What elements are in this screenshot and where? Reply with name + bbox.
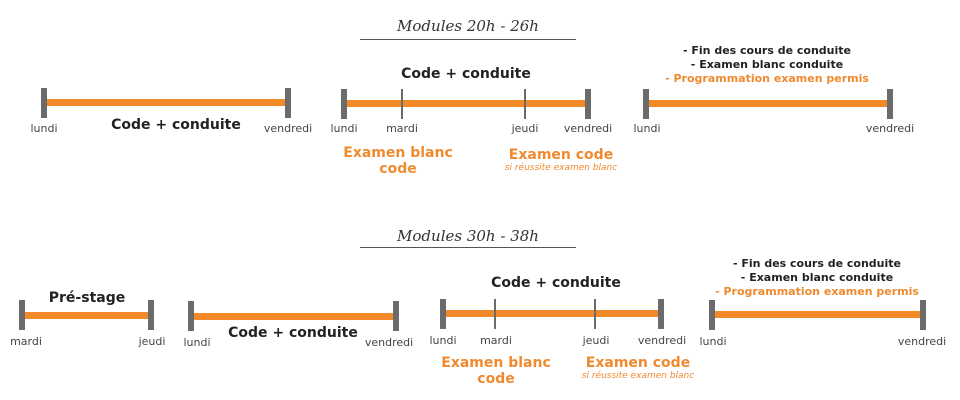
s2-exam1-line2: code bbox=[477, 371, 515, 387]
s2-week2-bar bbox=[443, 310, 662, 317]
s1-week2-bar bbox=[344, 100, 588, 107]
s2-prestage-start-cap bbox=[19, 300, 25, 330]
s1-note1: - Fin des cours de conduite bbox=[682, 44, 852, 57]
s2-week3-start-cap bbox=[709, 300, 715, 330]
s1-week2-tick2-day: jeudi bbox=[511, 122, 539, 135]
s1-week1-start-day: lundi bbox=[30, 122, 58, 135]
s2-note1: - Fin des cours de conduite bbox=[732, 257, 902, 270]
s2-week1-bar bbox=[191, 313, 397, 320]
s2-prestage-bar bbox=[22, 312, 152, 319]
s1-week2-start-cap bbox=[341, 89, 347, 119]
s2-prestage-end-day: jeudi bbox=[138, 335, 166, 348]
s1-week2-tick1-day: mardi bbox=[386, 122, 418, 135]
s2-week2-start-day: lundi bbox=[429, 334, 457, 347]
s1-note3: - Programmation examen permis bbox=[665, 72, 869, 85]
s2-week2-start-cap bbox=[440, 299, 446, 329]
s1-week2-jeudi-tick bbox=[524, 89, 526, 119]
s1-note2: - Examen blanc conduite bbox=[690, 58, 844, 71]
s2-note3: - Programmation examen permis bbox=[715, 285, 919, 298]
section1-title-rule bbox=[360, 39, 576, 40]
s1-week1-end-day: vendredi bbox=[263, 122, 313, 135]
s2-week2-exam1: Examen blanc code bbox=[441, 355, 551, 387]
s1-exam1-line2: code bbox=[379, 161, 417, 177]
s1-week2-exam2: Examen code bbox=[508, 147, 614, 163]
s1-exam1-line1: Examen blanc bbox=[343, 145, 453, 161]
s1-week2-exam1: Examen blanc code bbox=[343, 145, 453, 177]
s1-week1-start-cap bbox=[41, 88, 47, 118]
s1-week3-start-day: lundi bbox=[633, 122, 661, 135]
s2-week2-tick1-day: mardi bbox=[480, 334, 512, 347]
s2-week2-end-cap bbox=[658, 299, 664, 329]
s2-prestage-label: Pré-stage bbox=[48, 290, 126, 306]
s2-prestage-start-day: mardi bbox=[10, 335, 42, 348]
s2-week2-mardi-tick bbox=[494, 299, 496, 329]
s1-week2-end-cap bbox=[585, 89, 591, 119]
s2-week2-jeudi-tick bbox=[594, 299, 596, 329]
s2-week1-end-cap bbox=[393, 301, 399, 331]
s2-prestage-end-cap bbox=[148, 300, 154, 330]
s2-week1-end-day: vendredi bbox=[364, 336, 414, 349]
s1-week2-start-day: lundi bbox=[330, 122, 358, 135]
s1-week1-end-cap bbox=[285, 88, 291, 118]
s2-week1-start-cap bbox=[188, 301, 194, 331]
s2-week3-end-cap bbox=[920, 300, 926, 330]
s2-week2-exam2-sub: si réussite examen blanc bbox=[581, 371, 695, 381]
s2-week3-start-day: lundi bbox=[699, 335, 727, 348]
s2-week3-notes: - Fin des cours de conduite - Examen bla… bbox=[715, 257, 919, 299]
s1-week2-mardi-tick bbox=[401, 89, 403, 119]
s2-week3-bar bbox=[712, 311, 923, 318]
s1-week3-end-cap bbox=[887, 89, 893, 119]
s2-week2-label: Code + conduite bbox=[491, 275, 621, 291]
s2-week2-end-day: vendredi bbox=[637, 334, 687, 347]
s2-note2: - Examen blanc conduite bbox=[740, 271, 894, 284]
s1-week3-start-cap bbox=[643, 89, 649, 119]
section2-title: Modules 30h - 38h bbox=[397, 227, 539, 245]
s2-week1-label: Code + conduite bbox=[228, 325, 358, 341]
s2-week2-tick2-day: jeudi bbox=[582, 334, 610, 347]
s1-week3-notes: - Fin des cours de conduite - Examen bla… bbox=[665, 44, 869, 86]
s1-week1-bar bbox=[44, 99, 288, 106]
s2-week2-exam2: Examen code bbox=[585, 355, 691, 371]
section1-title: Modules 20h - 26h bbox=[397, 17, 539, 35]
s1-week2-end-day: vendredi bbox=[563, 122, 613, 135]
s2-week3-end-day: vendredi bbox=[897, 335, 947, 348]
s1-week2-exam2-sub: si réussite examen blanc bbox=[504, 163, 618, 173]
s1-week3-bar bbox=[646, 100, 890, 107]
s2-exam1-line1: Examen blanc bbox=[441, 355, 551, 371]
s1-week1-label: Code + conduite bbox=[111, 117, 241, 133]
s1-week2-label: Code + conduite bbox=[401, 66, 531, 82]
section2-title-rule bbox=[360, 247, 576, 248]
s2-week1-start-day: lundi bbox=[183, 336, 211, 349]
s1-week3-end-day: vendredi bbox=[865, 122, 915, 135]
